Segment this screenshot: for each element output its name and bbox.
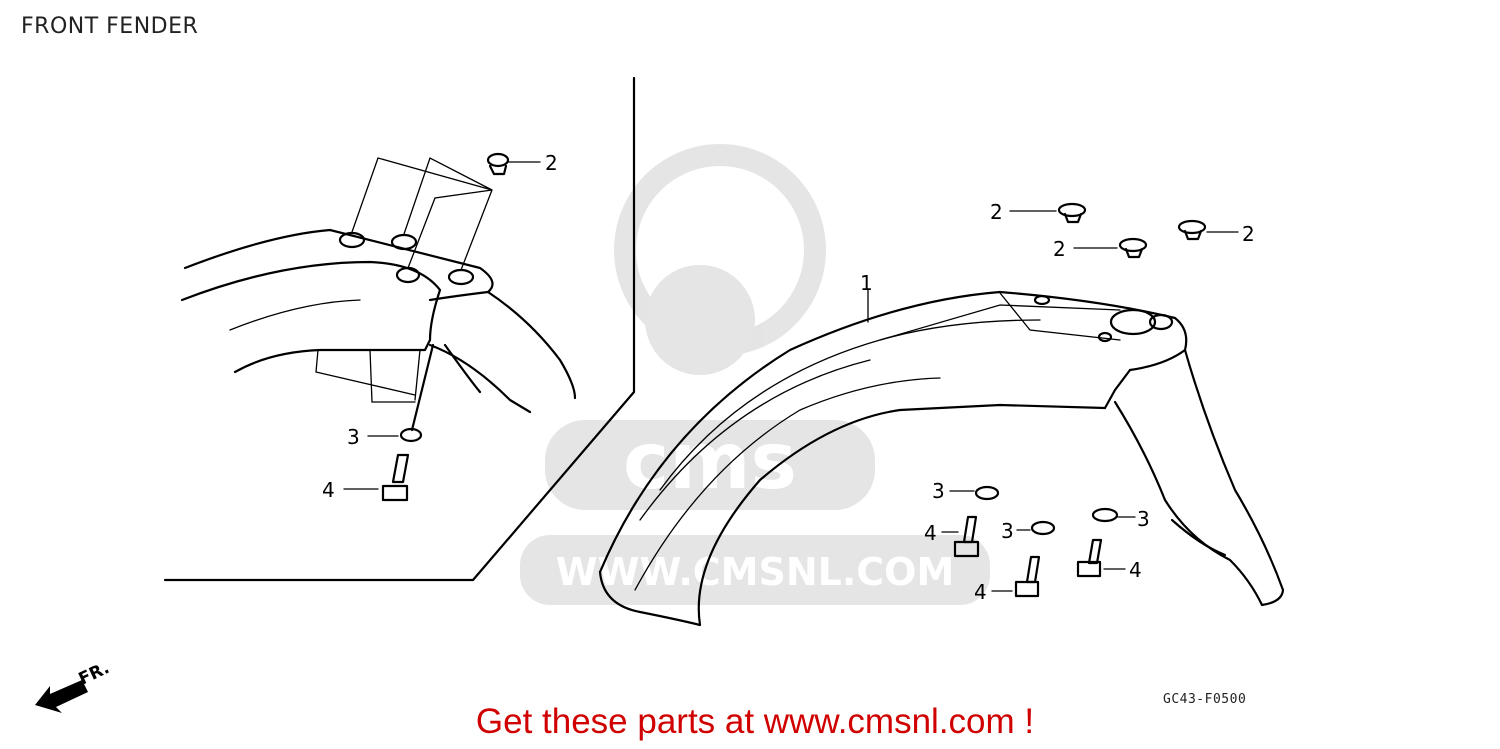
callout-3: 3 bbox=[1001, 519, 1014, 543]
page-title: FRONT FENDER bbox=[21, 14, 199, 39]
callout-2: 2 bbox=[990, 200, 1003, 224]
watermark-brand: cms bbox=[623, 417, 797, 507]
callout-4: 4 bbox=[1129, 558, 1142, 582]
callout-3: 3 bbox=[1137, 507, 1150, 531]
fender-detail-closeup bbox=[180, 157, 577, 432]
callout-2: 2 bbox=[1053, 237, 1066, 261]
bolt-part-inset bbox=[343, 453, 410, 502]
bolt-part bbox=[1076, 538, 1126, 578]
callout-2: 2 bbox=[545, 151, 558, 175]
nut-part bbox=[1009, 202, 1087, 224]
bolt-part bbox=[941, 515, 980, 558]
nut-part bbox=[1177, 219, 1239, 241]
callout-3: 3 bbox=[347, 425, 360, 449]
diagram-code: GC43-F0500 bbox=[1163, 692, 1247, 707]
nut-part bbox=[1073, 237, 1148, 259]
callout-2: 2 bbox=[1242, 222, 1255, 246]
front-fender-part bbox=[598, 289, 1285, 627]
callout-4: 4 bbox=[924, 521, 937, 545]
washer-part-inset bbox=[367, 427, 423, 443]
callout-4: 4 bbox=[322, 478, 335, 502]
watermark-url: WWW.CMSNL.COM bbox=[556, 550, 955, 594]
washer-part bbox=[1091, 507, 1136, 523]
washer-part bbox=[1016, 520, 1056, 536]
cms-watermark: cms WWW.CMSNL.COM bbox=[520, 144, 990, 605]
nut-part-inset bbox=[486, 152, 541, 176]
bolt-part bbox=[991, 555, 1041, 598]
callout-1: 1 bbox=[860, 271, 873, 295]
promo-link[interactable]: Get these parts at www.cmsnl.com ! bbox=[475, 702, 1035, 741]
callout-3: 3 bbox=[932, 479, 945, 503]
detail-inset-frame bbox=[163, 76, 636, 582]
direction-label: FR. bbox=[76, 658, 113, 689]
washer-part bbox=[949, 485, 1000, 501]
callout-4: 4 bbox=[974, 580, 987, 604]
